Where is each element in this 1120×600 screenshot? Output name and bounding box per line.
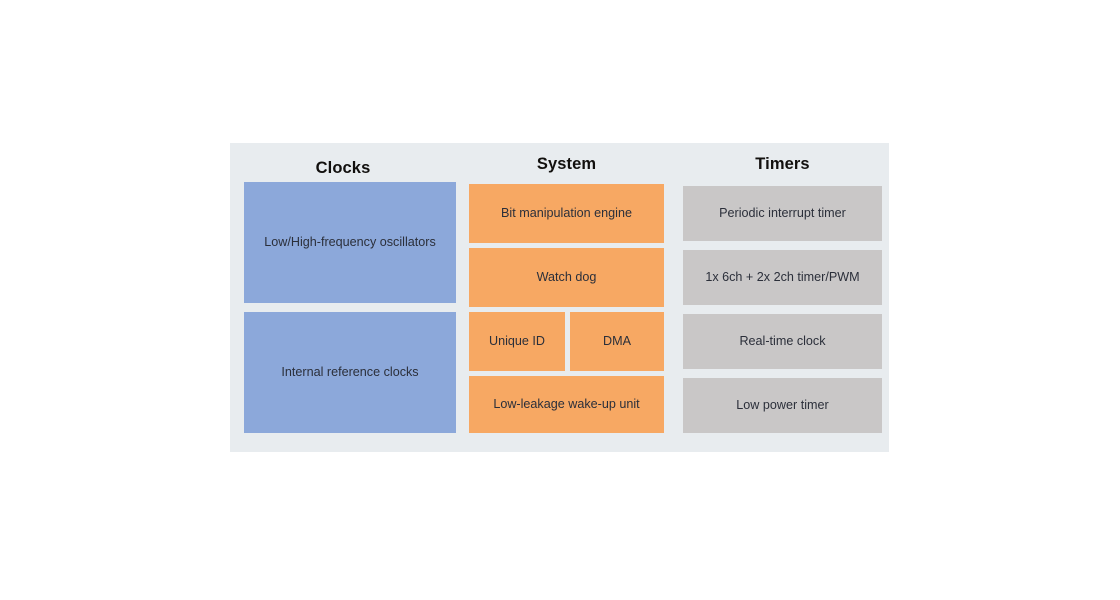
block-real-time-clock: Real-time clock — [683, 314, 882, 369]
block-low-power-timer: Low power timer — [683, 378, 882, 433]
block-periodic-interrupt-timer: Periodic interrupt timer — [683, 186, 882, 241]
block-diagram-panel: Clocks Low/High-frequency oscillators In… — [230, 143, 889, 452]
block-bit-manipulation-engine: Bit manipulation engine — [469, 184, 664, 243]
block-low-leakage-wake-up-unit: Low-leakage wake-up unit — [469, 376, 664, 433]
block-dma: DMA — [570, 312, 664, 371]
diagram-column-clocks: Clocks Low/High-frequency oscillators In… — [237, 143, 456, 452]
block-unique-id: Unique ID — [469, 312, 565, 371]
block-low-high-frequency-oscillators: Low/High-frequency oscillators — [244, 182, 456, 303]
block-internal-reference-clocks: Internal reference clocks — [244, 312, 456, 433]
block-timer-pwm: 1x 6ch + 2x 2ch timer/PWM — [683, 250, 882, 305]
block-watch-dog: Watch dog — [469, 248, 664, 307]
column-title-system: System — [536, 155, 597, 173]
diagram-column-timers: Timers Periodic interrupt timer 1x 6ch +… — [683, 143, 882, 452]
column-title-clocks: Clocks — [315, 159, 371, 177]
diagram-column-system: System Bit manipulation engine Watch dog… — [469, 143, 664, 452]
column-title-timers: Timers — [755, 155, 810, 173]
